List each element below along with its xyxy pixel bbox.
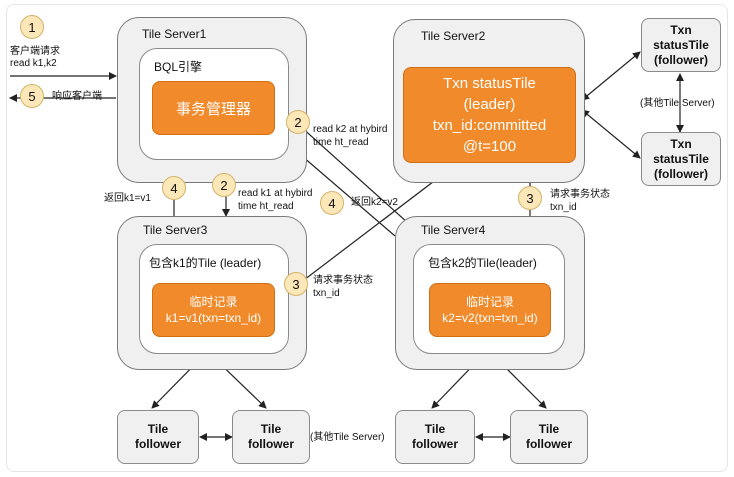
read-k2-label-2: time ht_read <box>313 137 369 148</box>
status-follower-top-line-1: Txn <box>670 22 692 37</box>
tile-server-3-title: Tile Server3 <box>143 223 208 237</box>
k2-temp-record-title: 临时记录 <box>465 295 514 309</box>
k2-tile-leader-box: 包含k2的Tile(leader) 临时记录 k2=v2(txn=txn_id) <box>413 244 565 354</box>
read-k1-label-1: read k1 at hybird <box>238 188 313 199</box>
k1-tile-follower-a-line-1: Tile <box>147 422 169 436</box>
status-follower-bottom: Txn statusTile (follower) <box>641 132 721 186</box>
status-request-4-label-2: txn_id <box>550 202 577 213</box>
k2-tile-leader-label: 包含k2的Tile(leader) <box>428 256 537 270</box>
k1-tile-follower-a: Tile follower <box>117 410 199 464</box>
tile-server-1-title: Tile Server1 <box>142 27 207 41</box>
tile-server-3: Tile Server3 包含k1的Tile (leader) 临时记录 k1=… <box>117 216 307 370</box>
k2-tile-follower-a-line-2: follower <box>411 437 458 451</box>
return-k1-label: 返回k1=v1 <box>104 193 151 204</box>
k1-tile-follower-b-line-1: Tile <box>260 422 282 436</box>
k1-tile-follower-b: Tile follower <box>232 410 310 464</box>
step-5-badge: 5 <box>20 84 44 108</box>
k2-tile-follower-b-line-2: follower <box>525 437 572 451</box>
step-4-return-k1-badge: 4 <box>162 176 186 200</box>
k1-tile-follower-b-line-2: follower <box>247 437 294 451</box>
k1-tile-follower-a-line-2: follower <box>134 437 181 451</box>
client-request-label-2: read k1,k2 <box>10 58 57 69</box>
k2-tile-follower-a-line-1: Tile <box>424 422 446 436</box>
txn-manager-label: 事务管理器 <box>175 100 251 118</box>
step-3-status-request-3-badge: 3 <box>284 272 308 296</box>
k2-tile-follower-b: Tile follower <box>510 410 588 464</box>
txn-status-line-1: Txn statusTile <box>443 75 536 92</box>
other-servers-bottom-label: (其他Tile Server) <box>310 432 385 443</box>
step-1-badge: 1 <box>20 15 44 39</box>
status-request-3-label-2: txn_id <box>313 288 340 299</box>
txn-status-line-2: (leader) <box>463 96 516 113</box>
txn-status-line-4: @t=100 <box>462 138 517 155</box>
client-request-label-1: 客户端请求 <box>10 46 60 57</box>
other-servers-top-label: (其他Tile Server) <box>640 98 715 109</box>
k1-temp-record-value: k1=v1(txn=txn_id) <box>165 311 262 325</box>
k1-temp-record-title: 临时记录 <box>189 295 238 309</box>
client-response-label: 响应客户端 <box>52 91 102 102</box>
read-k1-label-2: time ht_read <box>238 201 294 212</box>
status-follower-bottom-line-2: statusTile <box>653 151 709 166</box>
txn-status-leader-box: Txn statusTile (leader) txn_id:committed… <box>403 67 576 163</box>
tile-server-2: Tile Server2 Txn statusTile (leader) txn… <box>393 19 585 183</box>
status-request-3-label-1: 请求事务状态 <box>313 275 373 286</box>
status-follower-top: Txn statusTile (follower) <box>641 18 721 72</box>
tile-server-4: Tile Server4 包含k2的Tile(leader) 临时记录 k2=v… <box>395 216 585 370</box>
k1-tile-leader-box: 包含k1的Tile (leader) 临时记录 k1=v1(txn=txn_id… <box>139 244 289 354</box>
status-follower-bottom-line-1: Txn <box>670 136 692 151</box>
k2-tile-follower-b-line-1: Tile <box>538 422 560 436</box>
status-request-4-label-1: 请求事务状态 <box>550 189 610 200</box>
bql-engine-box: BQL引擎 事务管理器 <box>139 48 289 160</box>
bql-engine-label: BQL引擎 <box>154 60 203 74</box>
k1-tile-leader-label: 包含k1的Tile (leader) <box>149 256 262 270</box>
step-2-read-k1-badge: 2 <box>212 173 236 197</box>
return-k2-label: 返回k2=v2 <box>351 197 398 208</box>
status-follower-top-line-3: (follower) <box>654 52 708 67</box>
status-follower-bottom-line-3: (follower) <box>654 166 708 181</box>
diagram-frame <box>6 4 728 472</box>
read-k2-label-1: read k2 at hybird <box>313 124 388 135</box>
k2-temp-record-box: 临时记录 k2=v2(txn=txn_id) <box>429 283 551 337</box>
status-replication-bottom <box>581 109 641 159</box>
tile-server-1: Tile Server1 BQL引擎 事务管理器 <box>117 17 307 183</box>
step-2-read-k2-badge: 2 <box>286 110 310 134</box>
step-3-status-request-4-badge: 3 <box>518 186 542 210</box>
tile-server-2-title: Tile Server2 <box>421 29 486 43</box>
k1-temp-record-box: 临时记录 k1=v1(txn=txn_id) <box>152 283 275 337</box>
txn-status-line-3: txn_id:committed <box>432 117 547 134</box>
k2-tile-follower-a: Tile follower <box>395 410 475 464</box>
k2-temp-record-value: k2=v2(txn=txn_id) <box>442 311 538 325</box>
status-follower-top-line-2: statusTile <box>653 37 709 52</box>
tile-server-4-title: Tile Server4 <box>421 223 486 237</box>
txn-manager-box: 事务管理器 <box>152 81 275 135</box>
status-replication-top <box>581 51 641 101</box>
step-4-return-k2-badge: 4 <box>320 191 344 215</box>
